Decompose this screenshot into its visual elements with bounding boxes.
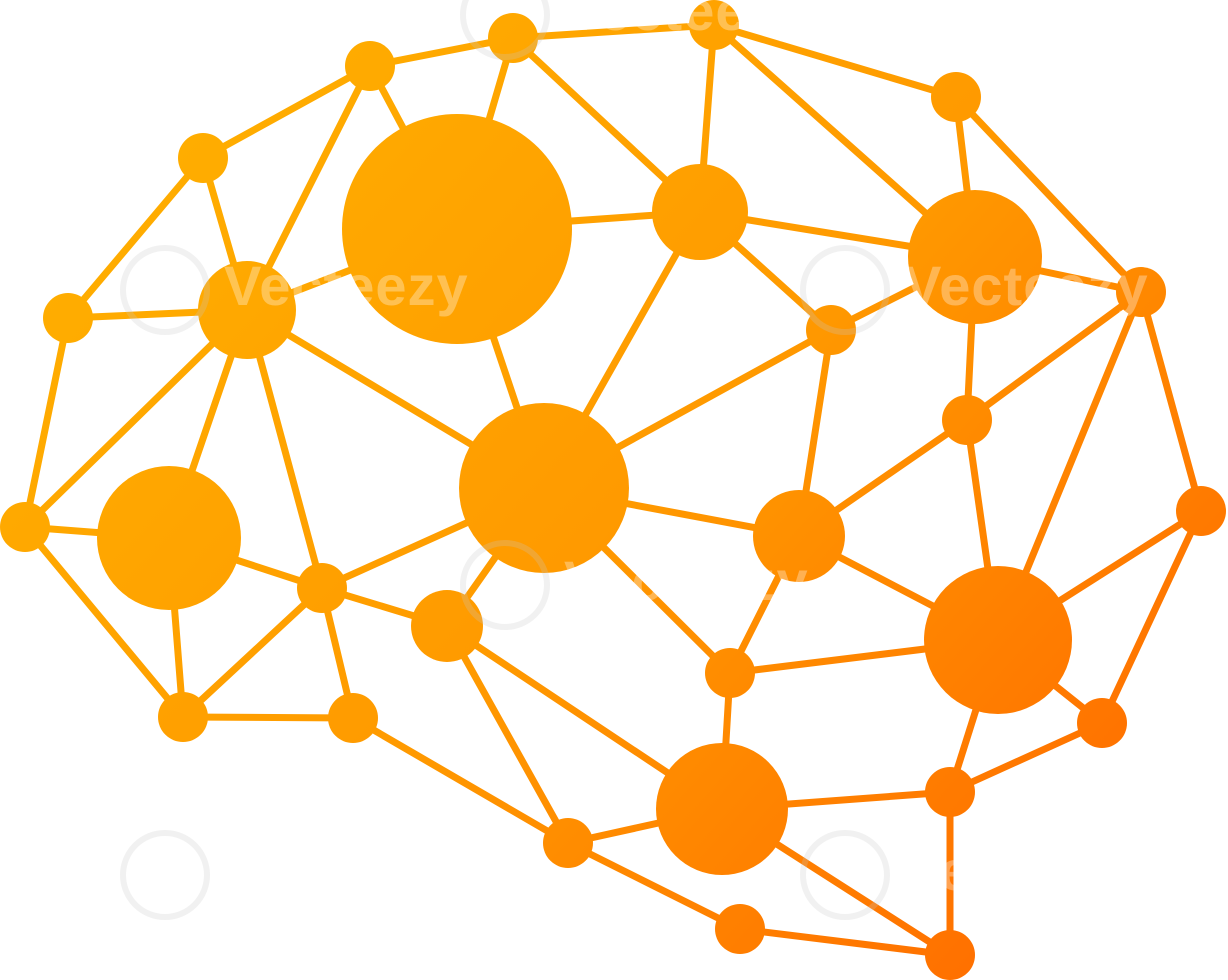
network-node xyxy=(158,692,208,742)
network-node xyxy=(345,41,395,91)
network-node xyxy=(1116,267,1166,317)
network-node xyxy=(411,590,483,662)
network-node xyxy=(652,164,748,260)
network-edge xyxy=(509,21,718,42)
network-edge xyxy=(179,584,326,721)
network-edge xyxy=(21,314,72,531)
network-node xyxy=(656,743,788,875)
network-node xyxy=(328,693,378,743)
network-node xyxy=(198,261,296,359)
network-node xyxy=(925,767,975,817)
network-edge xyxy=(1137,288,1205,515)
network-node xyxy=(715,904,765,954)
network-node xyxy=(543,818,593,868)
network-node xyxy=(924,566,1072,714)
network-node xyxy=(753,490,845,582)
network-node xyxy=(178,133,228,183)
network-edge xyxy=(952,93,1145,296)
network-node xyxy=(705,648,755,698)
network-node xyxy=(925,930,975,980)
network-edge xyxy=(946,719,1106,796)
network-node xyxy=(97,466,241,610)
network-edge xyxy=(736,925,954,959)
network-node xyxy=(297,563,347,613)
network-node xyxy=(942,395,992,445)
network-node xyxy=(459,403,629,573)
network-node xyxy=(908,190,1042,324)
network-node xyxy=(806,305,856,355)
network-edge xyxy=(21,523,187,721)
network-edge xyxy=(1098,507,1205,727)
network-node xyxy=(342,114,572,344)
network-node xyxy=(1176,486,1226,536)
network-node xyxy=(931,72,981,122)
network-node xyxy=(689,0,739,50)
network-edge xyxy=(349,714,572,847)
network-edge xyxy=(199,62,374,162)
network-edge xyxy=(963,288,1145,424)
network-edge xyxy=(443,622,572,847)
network-edge xyxy=(710,21,960,101)
network-node xyxy=(43,293,93,343)
network-node xyxy=(488,13,538,63)
network-edge xyxy=(179,713,357,722)
network-edge xyxy=(564,839,744,933)
network-node xyxy=(0,502,50,552)
network-node xyxy=(1077,698,1127,748)
network-edge xyxy=(64,154,207,322)
network-edge xyxy=(21,306,251,531)
